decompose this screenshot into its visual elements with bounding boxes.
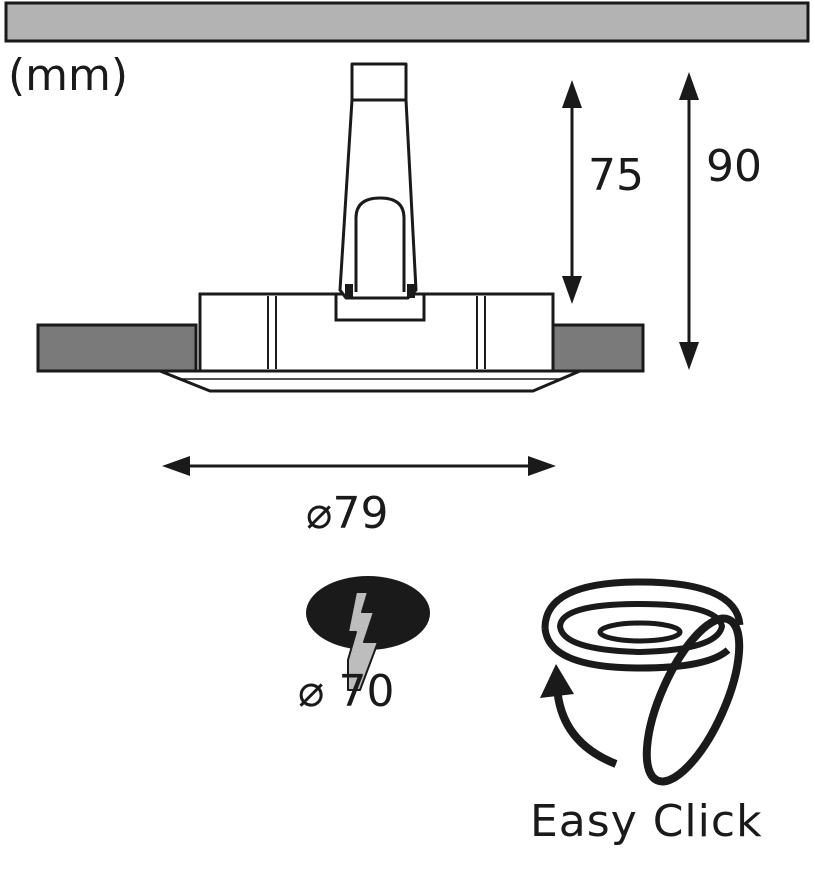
ceiling-cutout-icon [306, 576, 430, 691]
ceiling-section-left [36, 323, 198, 373]
easy-click-label: Easy Click [530, 796, 763, 847]
spring-clip-slot [354, 196, 406, 292]
ceiling-bar [4, 1, 810, 43]
dimension-75-arrow [562, 80, 582, 304]
dimension-79-label: ⌀79 [306, 488, 389, 539]
trim-flange [158, 369, 582, 393]
dimension-90-arrow [679, 72, 699, 370]
easy-click-rotation-icon [540, 578, 744, 786]
dimension-79-arrow [162, 456, 556, 476]
dimension-90-label: 90 [706, 141, 762, 192]
dimension-75-label: 75 [588, 150, 644, 201]
dimension-70-label: ⌀ 70 [298, 666, 395, 717]
unit-label: (mm) [8, 50, 129, 101]
ceiling-section-right [551, 323, 645, 373]
